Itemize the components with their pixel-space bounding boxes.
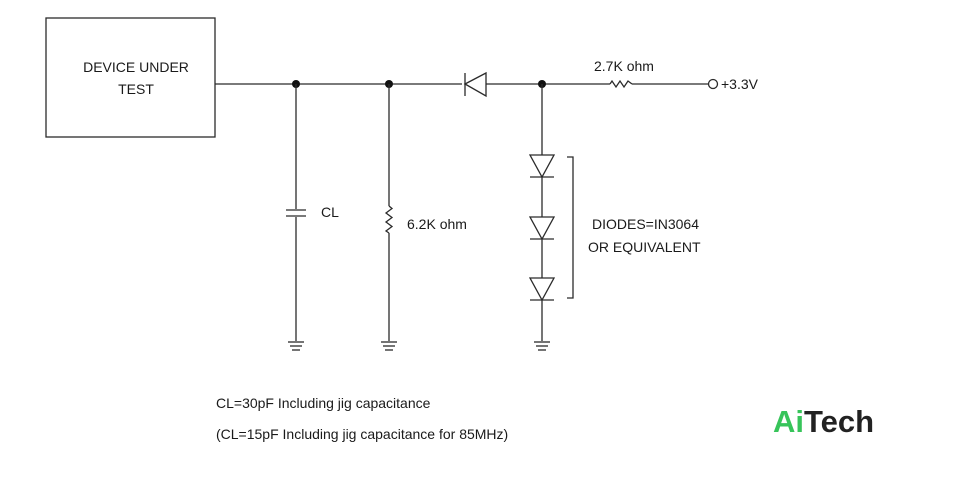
note-line-1: CL=30pF Including jig capacitance: [216, 395, 431, 411]
diode-string: [528, 84, 556, 341]
logo-part-ai: Ai: [773, 404, 804, 439]
supply-label: +3.3V: [721, 76, 759, 92]
pullup-resistor: [609, 79, 633, 89]
note-line-2: (CL=15pF Including jig capacitance for 8…: [216, 426, 508, 442]
series-diode: [463, 71, 487, 98]
device-under-test-box: [45, 17, 216, 138]
diodes-label-line2: OR EQUIVALENT: [588, 239, 701, 255]
logo-part-tech: Tech: [804, 404, 874, 439]
diode-2: [528, 216, 556, 241]
ground-symbol-diodes: [534, 341, 550, 351]
ground-symbol-capacitor: [288, 341, 304, 351]
diode-bracket: [567, 156, 574, 299]
device-label-line2: TEST: [118, 81, 154, 97]
capacitor-label: CL: [321, 204, 339, 220]
device-label-line1: DEVICE UNDER: [83, 59, 189, 75]
svg-text:AiTech: AiTech: [773, 404, 874, 439]
shunt-resistor-branch: [384, 84, 394, 341]
shunt-resistor-label: 6.2K ohm: [407, 216, 467, 232]
ground-symbol-resistor: [381, 341, 397, 351]
diodes-label-line1: DIODES=IN3064: [592, 216, 699, 232]
capacitor-branch: [286, 84, 306, 341]
diode-3: [528, 277, 556, 302]
shunt-resistor: [384, 205, 394, 234]
supply-terminal: [707, 78, 719, 90]
diode-1: [528, 154, 556, 179]
pullup-resistor-label: 2.7K ohm: [594, 58, 654, 74]
aitech-logo: AiTech: [773, 404, 874, 439]
